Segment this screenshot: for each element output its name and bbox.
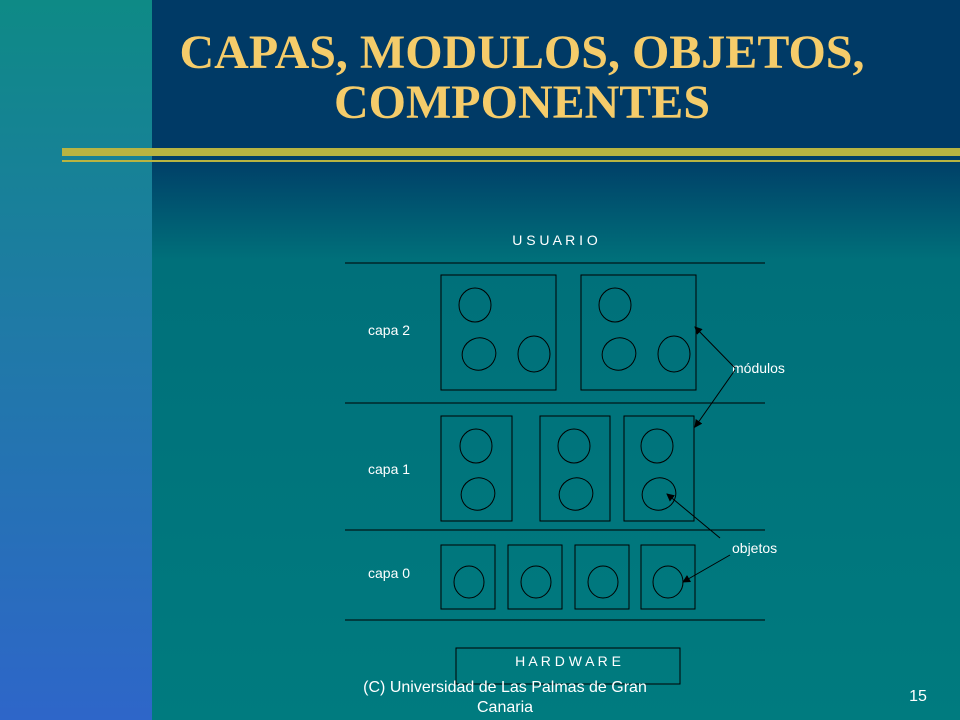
- title-underline-thick: [62, 148, 960, 156]
- object: [520, 565, 552, 599]
- title-line-1: CAPAS, MODULOS, OBJETOS,: [179, 26, 865, 79]
- module-capa1-2: [539, 415, 611, 522]
- title-line-2: COMPONENTES: [333, 76, 711, 129]
- hardware-box: [455, 647, 681, 685]
- footer-copyright: (C) Universidad de Las Palmas de Gran Ca…: [363, 679, 647, 716]
- object: [601, 337, 637, 371]
- arrow-modulos-capa2: [694, 326, 736, 369]
- object: [598, 287, 632, 323]
- callout-modulos: módulos: [732, 360, 785, 376]
- module-capa0-1: [440, 544, 496, 610]
- object: [453, 565, 485, 599]
- object: [640, 428, 674, 464]
- module-capa0-2: [507, 544, 563, 610]
- object: [460, 477, 496, 511]
- module-capa2-2: [580, 274, 697, 391]
- left-gradient-band: [0, 0, 152, 720]
- object: [461, 337, 497, 371]
- module-capa0-3: [574, 544, 630, 610]
- layer-label-capa-0: capa 0: [368, 565, 410, 581]
- module-capa2-1: [440, 274, 557, 391]
- title-underline-thin: [62, 160, 960, 162]
- object: [517, 335, 551, 373]
- hardware-label: H A R D W A R E: [515, 653, 621, 669]
- arrow-modulos-capa1: [694, 369, 736, 428]
- arrow-objetos-capa1: [666, 493, 721, 539]
- page-number: 15: [909, 688, 927, 705]
- object: [459, 428, 493, 464]
- object: [587, 565, 619, 599]
- usuario-label: U S U A R I O: [512, 232, 598, 248]
- object: [558, 477, 594, 511]
- object: [458, 287, 492, 323]
- object: [657, 335, 691, 373]
- object: [557, 428, 591, 464]
- callout-objetos: objetos: [732, 540, 777, 556]
- arrow-objetos-capa0: [682, 554, 731, 583]
- layer-label-capa-2: capa 2: [368, 322, 410, 338]
- object: [652, 565, 684, 599]
- module-capa0-4: [640, 544, 696, 610]
- module-capa1-3: [623, 415, 695, 522]
- layer-label-capa-1: capa 1: [368, 461, 410, 477]
- module-capa1-1: [440, 415, 513, 522]
- object: [641, 477, 677, 511]
- slide-title: CAPAS, MODULOS, OBJETOS, COMPONENTES: [152, 28, 892, 128]
